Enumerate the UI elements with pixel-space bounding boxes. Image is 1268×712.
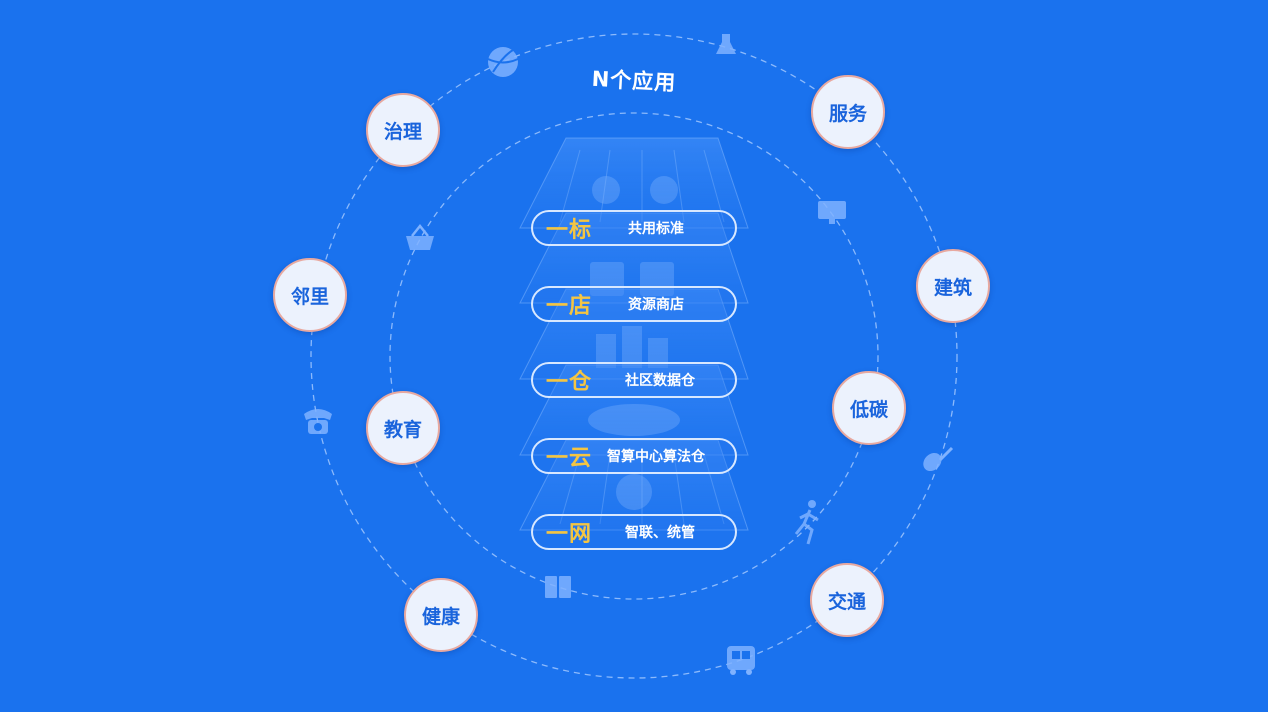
book-icon (545, 576, 571, 598)
layer-stack (519, 137, 749, 531)
node-construction: 建筑 (916, 249, 990, 323)
node-governance: 治理 (366, 93, 440, 167)
monitor-icon (818, 201, 846, 224)
node-health: 健康 (404, 578, 478, 652)
flask-icon (716, 34, 736, 54)
node-service: 服务 (811, 75, 885, 149)
layer-warehouse: 一仓 社区数据仓 (531, 362, 737, 398)
slab (519, 288, 749, 380)
layer-standard: 一标 共用标准 (531, 210, 737, 246)
node-education: 教育 (366, 391, 440, 465)
layer-key: 一网 (546, 522, 593, 547)
runner-icon (794, 500, 819, 545)
layer-desc: 资源商店 (628, 297, 684, 313)
layer-store: 一店 资源商店 (531, 286, 737, 322)
layer-key: 一标 (546, 218, 593, 243)
layer-network: 一网 智联、统管 (531, 514, 737, 550)
slab (519, 137, 749, 229)
shopping-basket-icon (406, 223, 434, 250)
layer-cloud: 一云 智算中心算法仓 (531, 438, 737, 474)
guitar-icon (923, 446, 954, 472)
layer-desc: 智联、统管 (625, 525, 695, 541)
layer-desc: 社区数据仓 (625, 373, 695, 389)
node-neighborhood: 邻里 (273, 258, 347, 332)
slab (519, 364, 749, 456)
telephone-icon (304, 409, 332, 434)
layer-key: 一云 (546, 446, 593, 471)
orbit-title: N个应用 (591, 66, 677, 96)
layer-key: 一仓 (546, 370, 593, 395)
bus-icon (727, 646, 755, 675)
node-low-carbon: 低碳 (832, 371, 906, 445)
tennis-ball-icon (487, 47, 519, 77)
slab (519, 439, 749, 531)
outer-orbit (310, 33, 958, 679)
node-traffic: 交通 (810, 563, 884, 637)
slab (519, 212, 749, 304)
layer-desc: 智算中心算法仓 (607, 449, 705, 465)
layer-key: 一店 (546, 294, 593, 319)
inner-orbit (389, 112, 879, 600)
layer-desc: 共用标准 (628, 221, 684, 237)
